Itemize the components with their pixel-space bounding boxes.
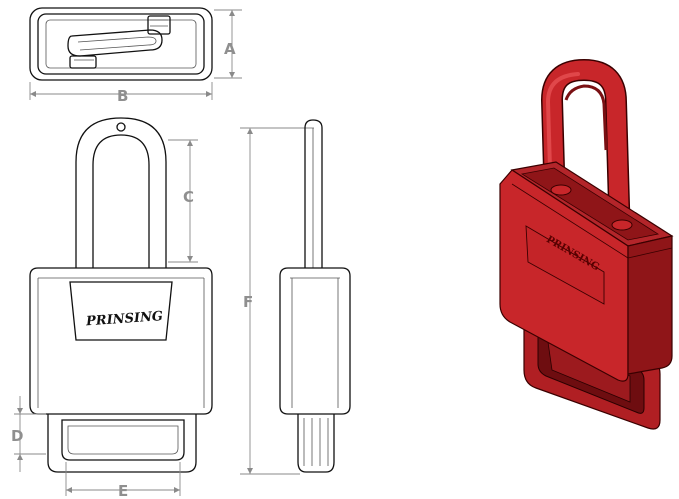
- padlock-3d-render: PRINSING: [499, 58, 674, 430]
- label-d: D: [11, 427, 23, 445]
- side-body: [279, 267, 351, 415]
- front-shackle-outer: [75, 117, 167, 268]
- side-view: [279, 119, 351, 473]
- front-keeper: [47, 414, 197, 473]
- label-f: F: [243, 293, 253, 311]
- label-a: A: [224, 40, 236, 58]
- side-shackle: [304, 119, 323, 268]
- front-body: [29, 267, 213, 415]
- label-c: C: [183, 188, 194, 206]
- brand-text-front: PRINSING: [85, 309, 164, 329]
- top-view: [29, 7, 213, 81]
- render-label-plate: [525, 225, 605, 305]
- dimension-e: E: [65, 462, 181, 499]
- top-view-shackle: [67, 29, 163, 57]
- dimension-a: A: [214, 9, 242, 79]
- label-b: B: [117, 87, 128, 105]
- dimension-f: F: [240, 127, 314, 475]
- dimension-b: B: [29, 82, 213, 105]
- label-e: E: [118, 482, 128, 499]
- front-shackle-inner: [92, 134, 150, 268]
- top-view-outer: [29, 7, 213, 81]
- side-keeper: [297, 414, 335, 473]
- front-view: PRINSING: [29, 117, 213, 473]
- render-body-side: [627, 235, 673, 375]
- dimension-c: C: [168, 139, 198, 263]
- shackle-hole: [116, 122, 126, 132]
- dimension-d: D: [11, 396, 46, 472]
- front-label-plate: [69, 281, 173, 341]
